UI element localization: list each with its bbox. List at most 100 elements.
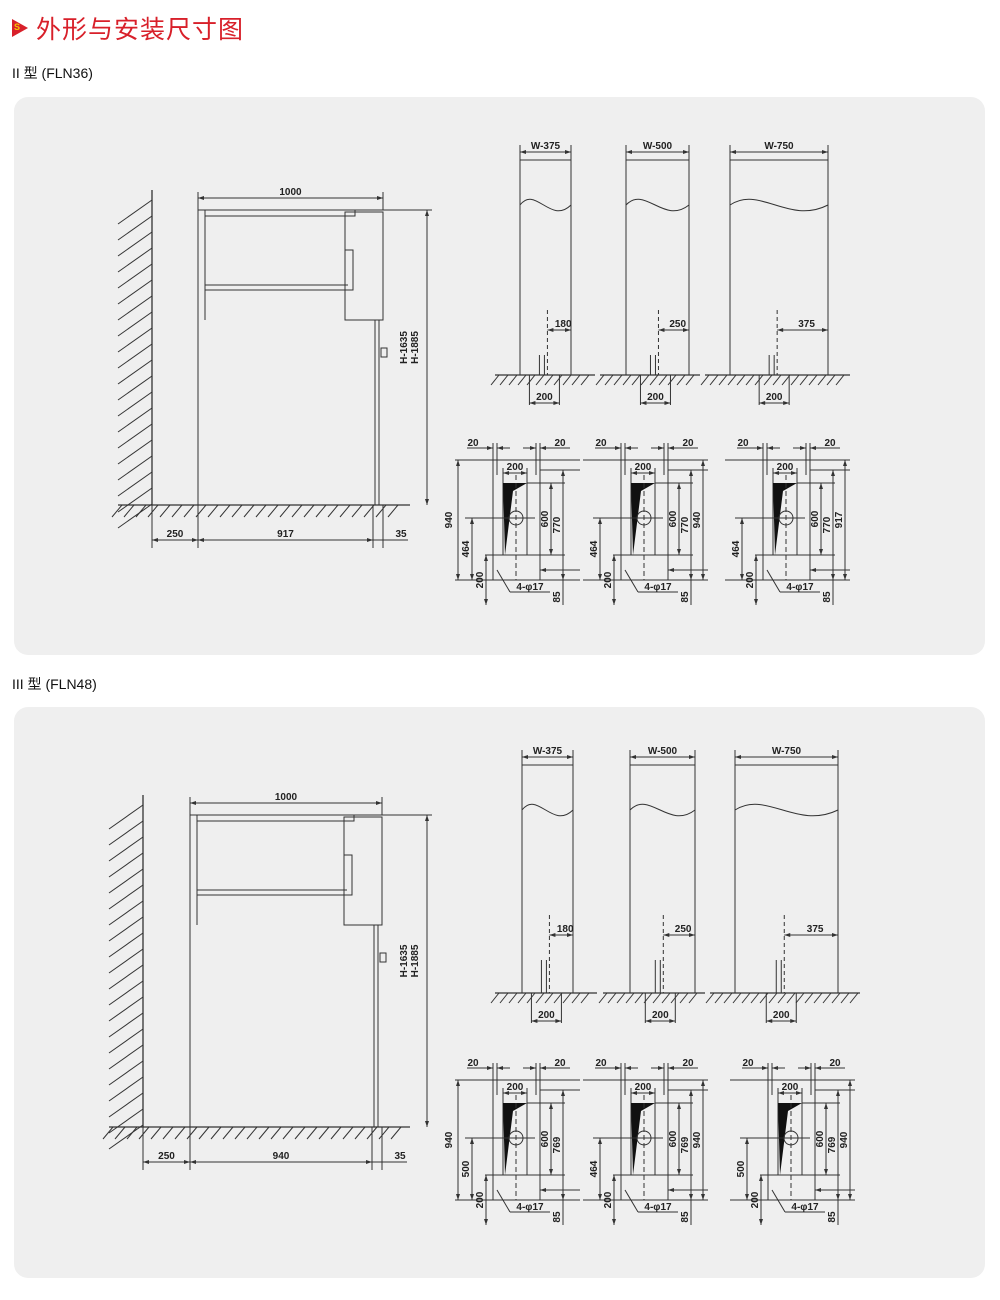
base-width-label: 200 xyxy=(766,392,783,403)
wall-hatch xyxy=(117,279,153,305)
bottom-offset-dimension: 200 xyxy=(750,1191,761,1208)
arrowhead xyxy=(598,518,602,524)
right-total-dimension: 940 xyxy=(839,1131,850,1148)
arrowhead xyxy=(848,1080,852,1086)
control-knob-icon xyxy=(380,347,388,358)
arrowhead xyxy=(766,1019,773,1023)
wall-hatch xyxy=(108,996,144,1022)
floor-hatch xyxy=(390,1126,402,1140)
ground-hatch xyxy=(544,374,554,386)
wall-hatch xyxy=(117,391,153,417)
arrowhead xyxy=(822,150,828,154)
arrowhead xyxy=(367,538,373,542)
base-width-label: 200 xyxy=(538,1010,555,1021)
arrowhead xyxy=(192,538,198,542)
wall-hatch xyxy=(108,980,144,1006)
wall-hatch xyxy=(117,455,153,481)
wall-hatch xyxy=(108,836,144,862)
wall-hatch xyxy=(108,884,144,910)
arrowhead xyxy=(832,755,838,759)
ground-hatch xyxy=(535,374,545,386)
ground-hatch xyxy=(562,992,572,1004)
arrowhead xyxy=(456,574,460,580)
leader-line xyxy=(771,1189,786,1213)
bottom-offset-dimension: 200 xyxy=(745,571,756,588)
floor-hatch xyxy=(222,1126,234,1140)
floor-hatch xyxy=(171,504,183,518)
right-total-dimension: 940 xyxy=(692,511,703,528)
arrowhead xyxy=(669,1019,676,1023)
cabinet-top-frame xyxy=(196,814,355,822)
arrowhead xyxy=(152,538,158,542)
arrowhead xyxy=(497,446,503,450)
width-label: W-375 xyxy=(531,141,561,152)
dim-770: 770 xyxy=(680,516,691,533)
wall-hatch xyxy=(117,327,153,353)
arrowhead xyxy=(540,568,546,572)
ground-hatch xyxy=(772,374,782,386)
arrowhead xyxy=(810,446,816,450)
arrowhead xyxy=(626,150,632,154)
floor-hatch xyxy=(279,504,291,518)
arrowhead xyxy=(791,471,797,475)
unit-detail xyxy=(344,249,354,291)
arrowhead xyxy=(745,1138,749,1144)
arrowhead xyxy=(777,328,784,332)
wall-hatch xyxy=(117,343,153,369)
ground-hatch xyxy=(688,992,698,1004)
ground-hatch xyxy=(580,992,590,1004)
height-label-1: H-1635 xyxy=(399,331,410,364)
ground-hatch xyxy=(571,374,581,386)
floor-hatch xyxy=(267,504,279,518)
ground-hatch xyxy=(616,992,626,1004)
profile-section xyxy=(778,1103,802,1175)
arrowhead xyxy=(561,1090,565,1096)
arrowhead xyxy=(831,470,835,476)
mount-hole-label: 4-φ17 xyxy=(516,582,544,593)
floor-hatch xyxy=(138,1126,150,1140)
profile-width-label: 200 xyxy=(635,462,652,473)
arrowhead xyxy=(668,568,674,572)
dim-600: 600 xyxy=(810,510,821,527)
floor-hatch xyxy=(282,1126,294,1140)
floor-hatch xyxy=(123,504,135,518)
base-width-label: 200 xyxy=(647,392,664,403)
mount-hole-label: 4-φ17 xyxy=(791,1202,819,1213)
floor-hatch xyxy=(114,1126,126,1140)
arrowhead xyxy=(762,1066,768,1070)
arrowhead xyxy=(540,1066,546,1070)
wall-hatch xyxy=(108,852,144,878)
arrowhead xyxy=(658,1066,664,1070)
ground-hatch xyxy=(700,374,710,386)
drain-offset-label: 375 xyxy=(807,924,824,935)
arrowhead xyxy=(630,755,636,759)
arrowhead xyxy=(484,599,488,605)
wall-hatch xyxy=(117,503,153,529)
arrowhead xyxy=(740,518,744,524)
leader-line xyxy=(496,569,511,593)
floor-hatch xyxy=(258,1126,270,1140)
mount-height-dimension: 464 xyxy=(589,1160,600,1177)
arrowhead xyxy=(425,499,429,505)
mount-hole-label: 4-φ17 xyxy=(516,1202,544,1213)
ground-hatch xyxy=(517,374,527,386)
break-wave xyxy=(734,803,839,817)
arrowhead xyxy=(487,446,493,450)
ground-hatch xyxy=(786,992,796,1004)
ground-hatch xyxy=(622,374,632,386)
arrowhead xyxy=(735,755,741,759)
profile-section xyxy=(631,1103,655,1175)
wall-hatch xyxy=(117,407,153,433)
ground-hatch xyxy=(745,374,755,386)
ground-hatch xyxy=(526,374,536,386)
arrowhead xyxy=(649,1091,655,1095)
gap-label-left: 20 xyxy=(737,438,749,449)
ground-hatch xyxy=(840,992,850,1004)
left-total-dimension: 940 xyxy=(444,1131,455,1148)
dim-600: 600 xyxy=(540,510,551,527)
arrowhead xyxy=(800,446,806,450)
rear-dimension: 35 xyxy=(395,529,407,540)
ground-hatch xyxy=(736,374,746,386)
floor-hatch xyxy=(198,1126,210,1140)
